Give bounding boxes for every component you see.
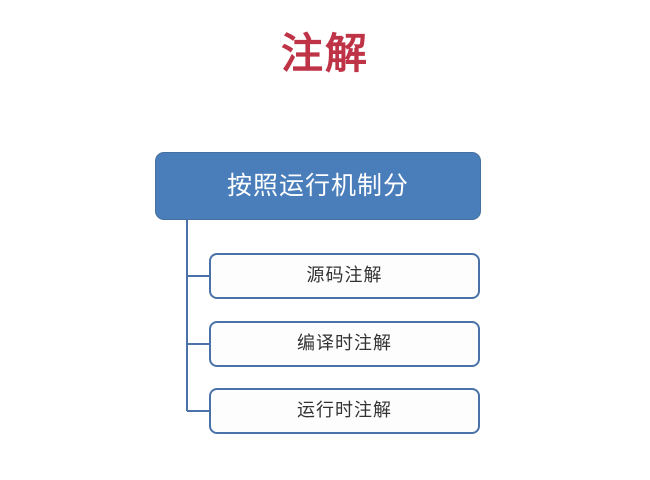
child-node-runtime-annotation[interactable]: 运行时注解 [209,388,480,434]
child-node-label: 编译时注解 [297,333,392,354]
child-node-label: 运行时注解 [297,400,392,421]
root-node-label: 按照运行机制分 [226,171,409,200]
child-node-compile-time-annotation[interactable]: 编译时注解 [209,321,480,367]
page-title: 注解 [280,29,369,78]
root-node[interactable]: 按照运行机制分 [155,152,481,220]
child-node-label: 源码注解 [306,265,383,286]
child-node-source-annotation[interactable]: 源码注解 [209,253,480,299]
